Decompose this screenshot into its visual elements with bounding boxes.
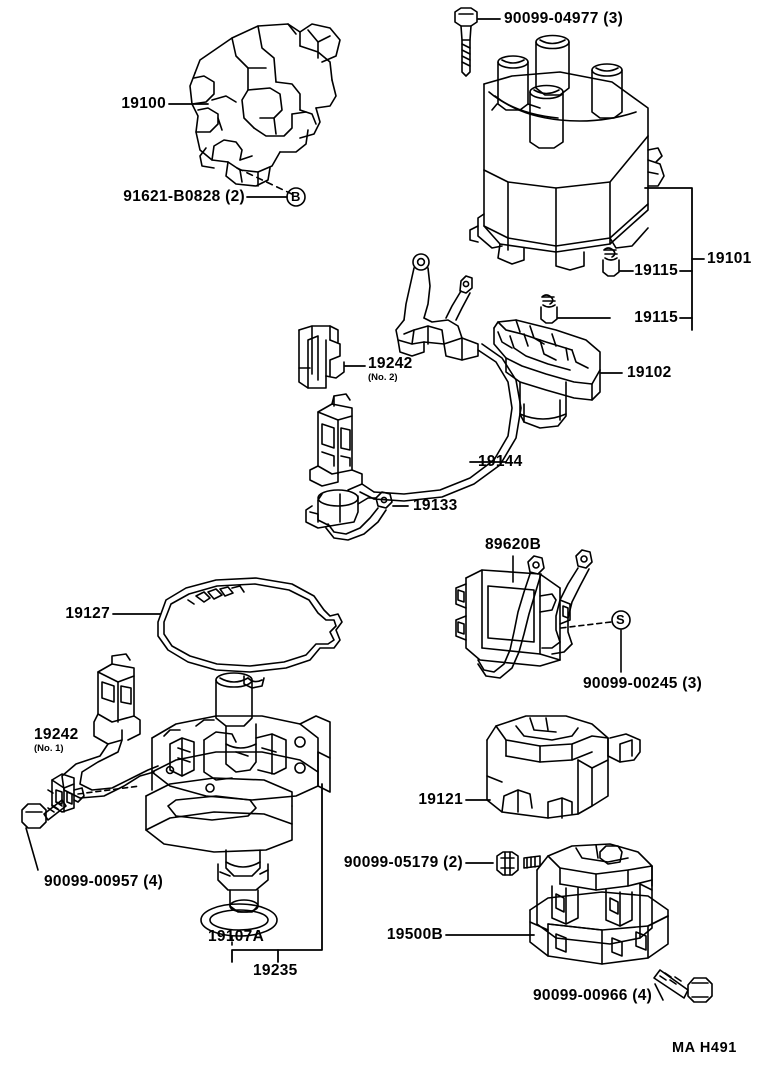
part-19102-rotor <box>493 319 601 429</box>
part-19144-wire-harness <box>309 253 522 502</box>
leader-19101 <box>644 187 705 331</box>
label-19235: 19235 <box>253 962 298 979</box>
label-90099-00245: 90099-00245 (3) <box>583 675 703 692</box>
part-90099-05179-nut <box>496 851 519 876</box>
leader-19235 <box>231 783 323 963</box>
label-19121: 19121 <box>418 791 463 808</box>
label-19107A: 19107A <box>208 928 265 945</box>
label-90099-00957: 90099-00957 (4) <box>44 873 164 890</box>
label-90099-04977: 90099-04977 (3) <box>504 10 624 27</box>
label-19242-no2-sub: (No. 2) <box>368 372 398 383</box>
label-19127: 19127 <box>65 605 110 622</box>
label-19100: 19100 <box>121 95 166 112</box>
part-19242-no1-clamp <box>51 773 85 813</box>
part-90099-00966-bolt <box>653 969 713 1003</box>
label-19115-upper: 19115 <box>634 262 678 279</box>
leader-90099-00957 <box>25 827 39 871</box>
part-89620B-igniter <box>455 549 593 679</box>
leader-90099-00966 <box>654 983 664 1001</box>
leader-90099-00245-dashed <box>560 621 612 629</box>
label-91621-b0828: 91621-B0828 (2) <box>123 188 245 205</box>
part-19107A-o-ring <box>200 903 278 937</box>
label-19115-lower: 19115 <box>634 309 678 326</box>
part-19115-lower-pin <box>540 294 558 324</box>
sheet-code: MA H491 <box>672 1040 737 1056</box>
part-19242-no2-clamp <box>298 325 345 389</box>
part-19100-distributor-assembly <box>189 23 341 187</box>
part-90099-00957-bolt <box>21 799 67 829</box>
part-19121-cover <box>486 715 641 819</box>
part-19127-gasket <box>157 577 343 689</box>
label-19101: 19101 <box>707 250 752 267</box>
label-19242-no2: 19242 <box>368 355 413 372</box>
label-90099-05179: 90099-05179 (2) <box>343 854 463 871</box>
leader-19242-no1-dashed <box>77 785 141 795</box>
part-19115-upper-pin <box>602 247 620 277</box>
part-90099-04977-bolt <box>454 7 478 77</box>
part-19101-distributor-cap <box>469 34 665 271</box>
callout-b-label: B <box>291 189 301 204</box>
label-89620B: 89620B <box>485 536 542 553</box>
part-19500B-ignition-coil <box>523 843 669 965</box>
label-19500B: 19500B <box>386 926 443 943</box>
label-19144: 19144 <box>478 453 523 470</box>
callout-s-label: S <box>616 612 625 627</box>
label-90099-00966: 90099-00966 (4) <box>533 987 653 1004</box>
callout-91621-dashed <box>236 167 297 197</box>
label-19242-no1-sub: (No. 1) <box>34 743 64 754</box>
label-19102: 19102 <box>627 364 672 381</box>
part-19235-housing-assembly <box>61 653 331 913</box>
part-19133-condenser <box>305 489 393 541</box>
label-19133: 19133 <box>413 497 458 514</box>
callout-s-circle <box>611 610 631 630</box>
label-19242-no1: 19242 <box>34 726 79 743</box>
